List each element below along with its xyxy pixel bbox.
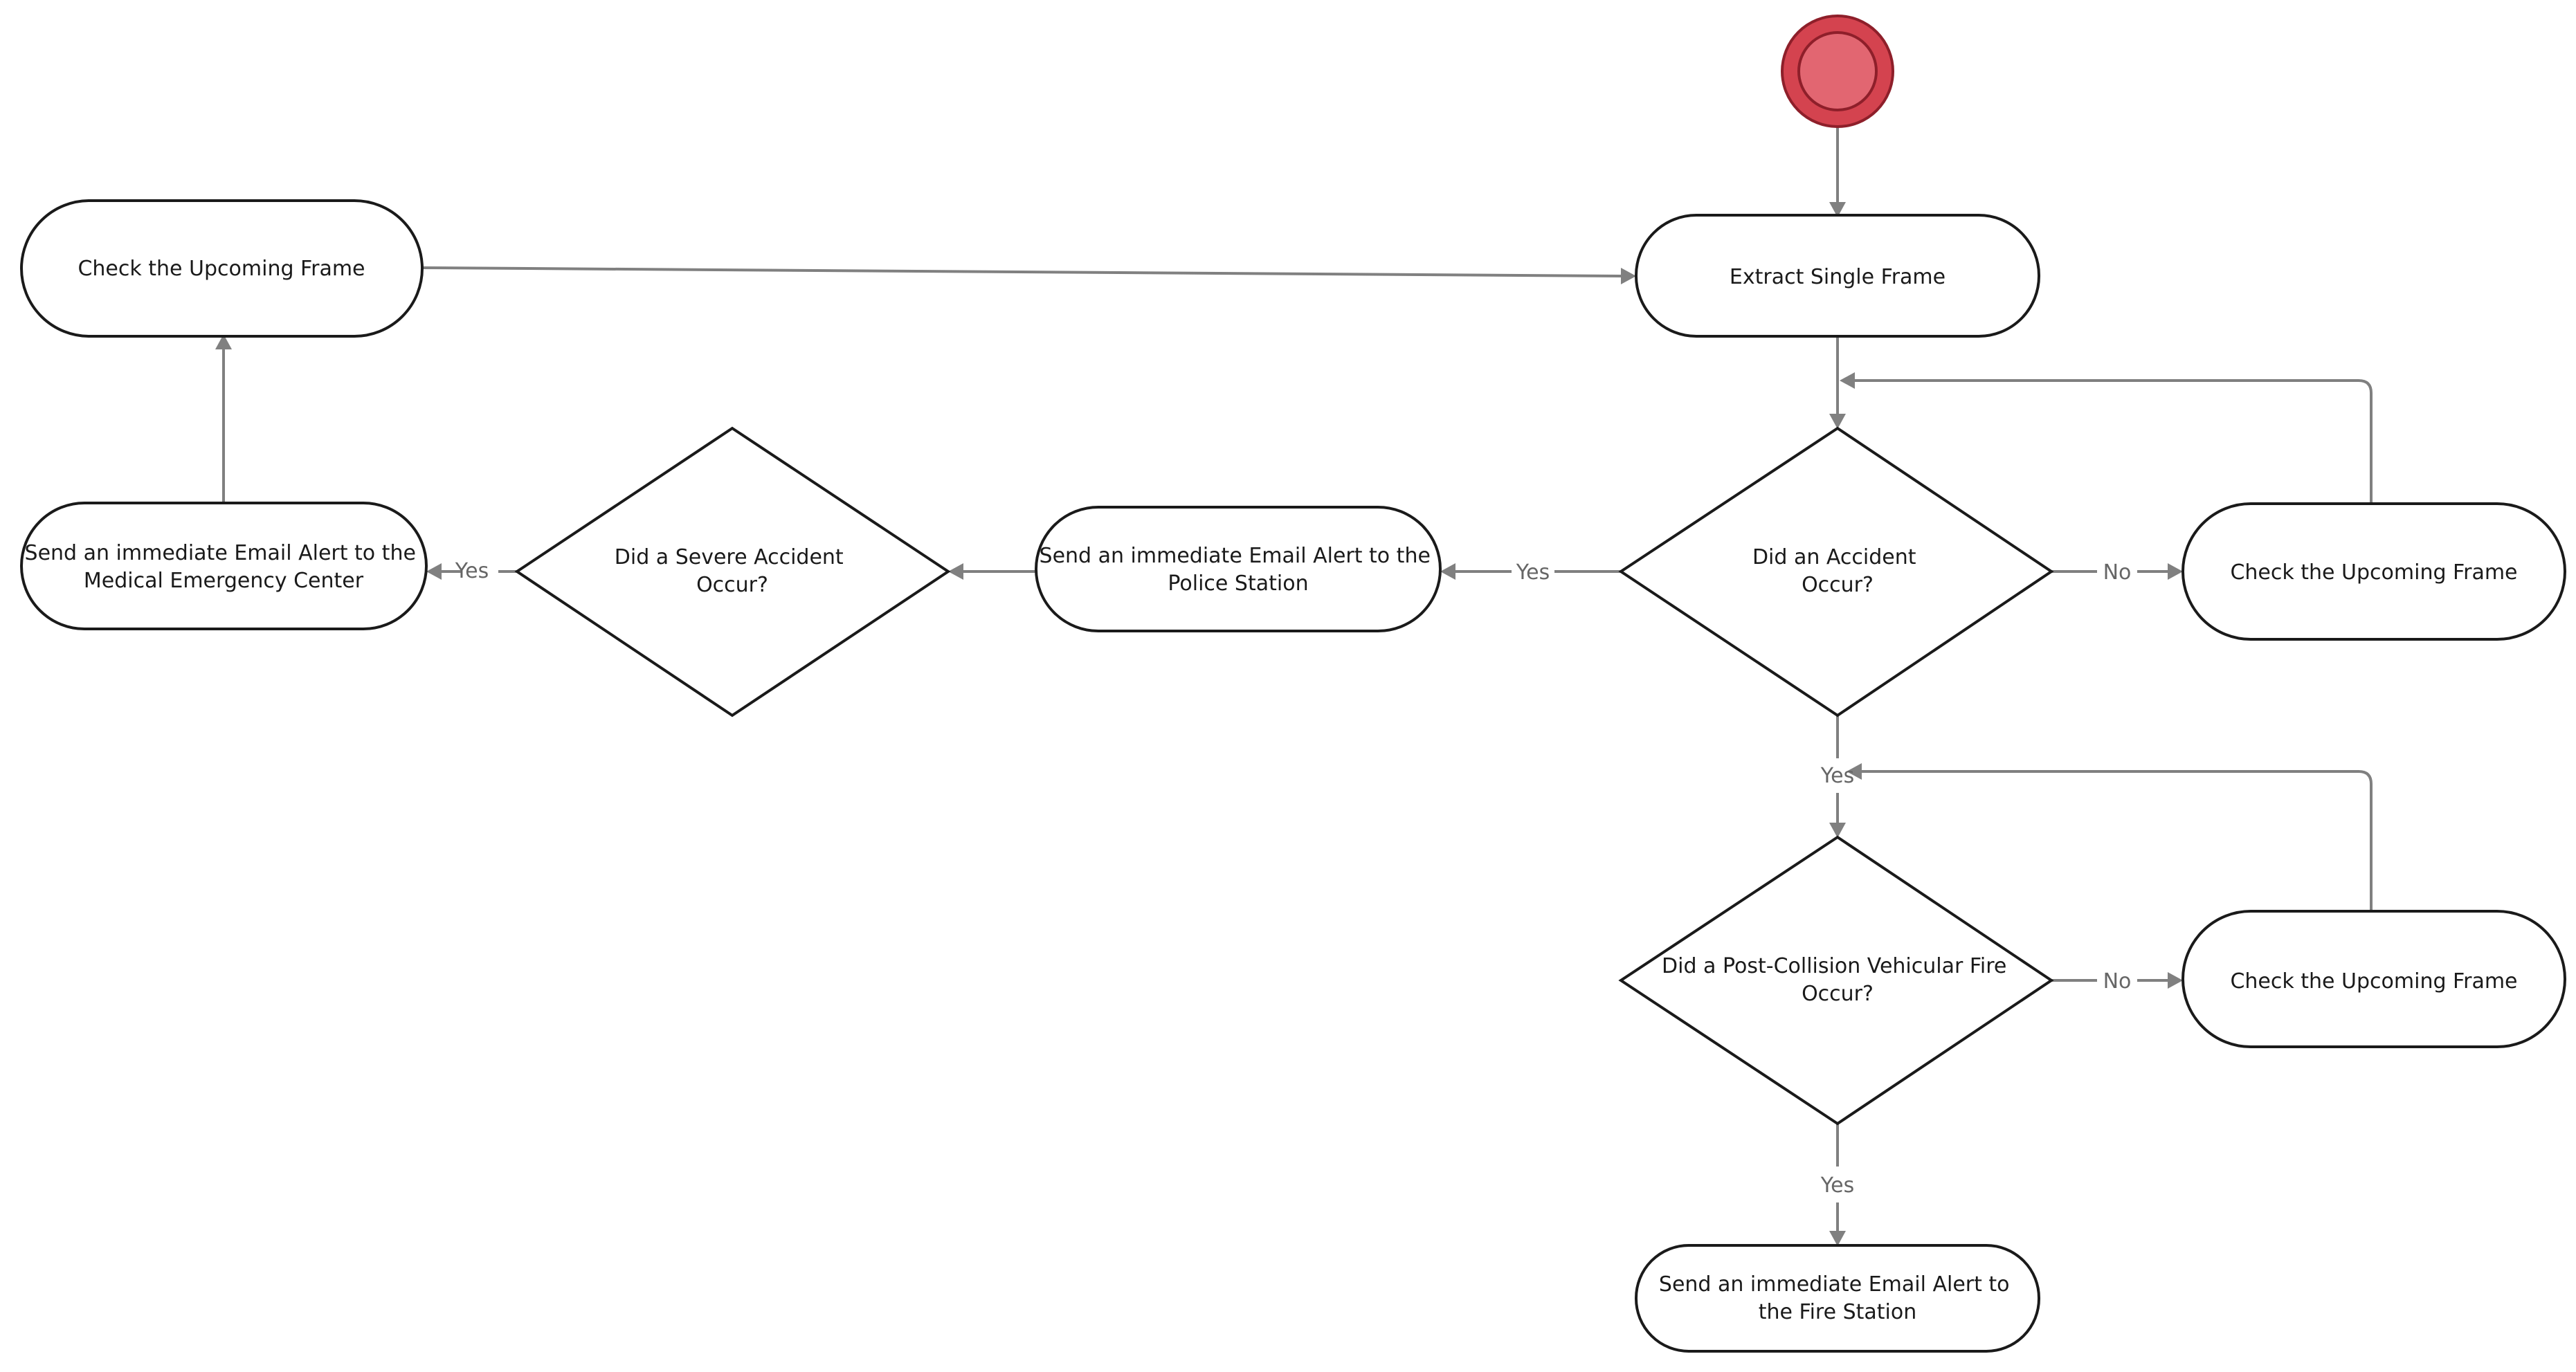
node-label: Did an Accident Occur? [1752, 545, 1923, 597]
terminal-shape [1635, 214, 2040, 338]
arrowhead [948, 563, 963, 580]
node-label-line: Send an immediate Email Alert to the [25, 541, 416, 565]
node-label-line: Did a Severe Accident [615, 545, 844, 569]
edge-check-right-bottom-loop [1862, 770, 2373, 911]
terminal-shape [1635, 1244, 2040, 1353]
arrowhead [426, 563, 442, 580]
edge-label-accident-no: No [2103, 560, 2132, 585]
node-label-line: Medical Emergency Center [84, 569, 364, 593]
edge-check-right-top-loop [1855, 379, 2373, 504]
decision-shape [514, 426, 951, 717]
terminal-shape [2182, 502, 2566, 641]
terminal-shape [20, 502, 428, 630]
node-label-line: Check the Upcoming Frame [78, 257, 365, 281]
edge-label-accident-yes-left: Yes [1516, 560, 1550, 585]
node-label: Did a Severe Accident Occur? [615, 545, 850, 597]
node-label: Send an immediate Email Alert to the Pol… [1040, 544, 1437, 596]
edge-label-fire-no: No [2103, 969, 2132, 994]
node-extract-single-frame: Extract Single Frame [1635, 214, 2040, 338]
arrowhead [1829, 414, 1846, 429]
edge-check-left-to-extract [421, 266, 1622, 277]
edge-label-fire-yes: Yes [1820, 1173, 1854, 1198]
node-alert-police-station: Send an immediate Email Alert to the Pol… [1035, 506, 1442, 632]
terminal-shape [2182, 910, 2566, 1048]
arrowhead [1829, 1231, 1846, 1246]
node-check-upcoming-frame-left-top: Check the Upcoming Frame [20, 199, 424, 338]
arrowhead [1829, 202, 1846, 217]
edge-label-accident-yes-down: Yes [1820, 764, 1854, 788]
node-label-line: Extract Single Frame [1730, 265, 1945, 289]
node-label-line: Check the Upcoming Frame [2230, 560, 2517, 585]
node-label-line: the Fire Station [1759, 1300, 1917, 1324]
arrowhead [1440, 563, 1455, 580]
terminal-shape [20, 199, 424, 338]
node-label-line: Send an immediate Email Alert to the [1040, 544, 1431, 568]
edge-label-severe-yes: Yes [455, 559, 489, 583]
node-alert-medical-emergency-center: Send an immediate Email Alert to the Med… [20, 502, 428, 630]
node-did-an-accident-occur: Did an Accident Occur? [1618, 426, 2054, 717]
node-check-upcoming-frame-right-bottom: Check the Upcoming Frame [2182, 910, 2566, 1048]
arrowhead [1621, 268, 1636, 284]
node-label: Did a Post-Collision Vehicular Fire Occu… [1662, 954, 2013, 1006]
node-check-upcoming-frame-right-top: Check the Upcoming Frame [2182, 502, 2566, 641]
node-did-a-post-collision-fire-occur: Did a Post-Collision Vehicular Fire Occu… [1618, 835, 2054, 1126]
node-label-line: Police Station [1168, 571, 1308, 596]
arrowhead [1847, 763, 1862, 780]
node-label-line: Send an immediate Email Alert to [1659, 1272, 2010, 1297]
node-label-line: Check the Upcoming Frame [2230, 969, 2517, 994]
node-label: Check the Upcoming Frame [2230, 560, 2517, 585]
node-label-line: Occur? [696, 573, 768, 597]
node-label-line: Did an Accident [1752, 545, 1916, 569]
arrowhead [2168, 563, 2183, 580]
node-label: Send an immediate Email Alert to the Med… [25, 541, 423, 593]
terminal-shape [1035, 506, 1442, 632]
node-did-a-severe-accident-occur: Did a Severe Accident Occur? [514, 426, 951, 717]
decision-shape [1618, 426, 2054, 717]
edge-labels: No Yes Yes Yes No Yes [455, 559, 2132, 1198]
arrowhead [2168, 972, 2183, 989]
start-node [1781, 15, 1894, 128]
arrowhead [1840, 372, 1855, 389]
node-label: Check the Upcoming Frame [2230, 969, 2517, 994]
node-label-line: Occur? [1802, 573, 1874, 597]
decision-shape [1618, 835, 2054, 1126]
edges [215, 121, 2373, 1246]
node-alert-fire-station: Send an immediate Email Alert to the Fir… [1635, 1244, 2040, 1353]
node-label-line: Occur? [1802, 982, 1874, 1006]
node-label-line: Did a Post-Collision Vehicular Fire [1662, 954, 2006, 978]
arrowhead [1829, 823, 1846, 838]
start-node-inner [1797, 31, 1878, 111]
node-label: Extract Single Frame [1730, 265, 1945, 289]
arrowhead [215, 334, 232, 349]
node-label: Send an immediate Email Alert to the Fir… [1659, 1272, 2016, 1324]
node-label: Check the Upcoming Frame [78, 257, 365, 281]
